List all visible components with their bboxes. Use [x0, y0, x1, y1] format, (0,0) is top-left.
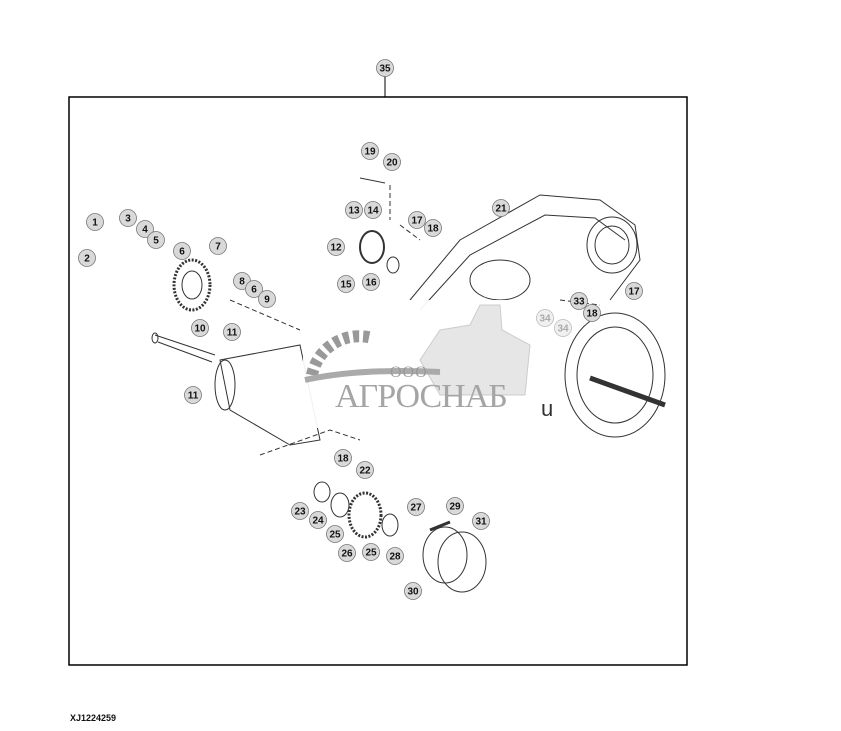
callout-number: 31 — [475, 517, 487, 528]
callout-35: 35 — [376, 59, 394, 77]
callout-number: 12 — [330, 243, 342, 254]
callout-34: 34 — [536, 309, 554, 327]
callout-30: 30 — [404, 582, 422, 600]
callout-number: 33 — [573, 297, 585, 308]
callout-3: 3 — [119, 209, 137, 227]
callout-15: 15 — [337, 275, 355, 293]
callout-14: 14 — [364, 201, 382, 219]
housing-21 — [409, 194, 641, 311]
hub-15 — [359, 177, 400, 274]
callout-number: 5 — [153, 236, 159, 247]
callout-31: 31 — [472, 512, 490, 530]
callout-number: 18 — [586, 309, 598, 320]
callout-19: 19 — [361, 142, 379, 160]
callout-number: 18 — [337, 454, 349, 465]
assembly-frame — [68, 96, 688, 666]
callout-number: 24 — [312, 516, 324, 527]
callout-18: 18 — [424, 219, 442, 237]
callout-number: 13 — [348, 206, 360, 217]
callout-10: 10 — [191, 319, 209, 337]
callout-number: 17 — [411, 216, 423, 227]
callout-number: 9 — [264, 295, 270, 306]
callout-number: 15 — [340, 280, 352, 291]
callout-21: 21 — [492, 199, 510, 217]
callout-17: 17 — [408, 211, 426, 229]
callout-number: 30 — [407, 587, 419, 598]
callout-number: 8 — [239, 277, 245, 288]
callout-number: 35 — [379, 64, 391, 75]
callout-number: 14 — [367, 206, 379, 217]
callout-number: 11 — [188, 391, 199, 402]
callout-29: 29 — [446, 497, 464, 515]
callout-28: 28 — [386, 547, 404, 565]
callout-number: 23 — [294, 507, 306, 518]
callout-number: 19 — [364, 147, 376, 158]
watermark-suffix: u — [541, 396, 554, 421]
figure-code: XJ1224259 — [70, 713, 117, 723]
callout-4: 4 — [136, 220, 154, 238]
callout-20: 20 — [383, 153, 401, 171]
callout-25: 25 — [326, 525, 344, 543]
callout-24: 24 — [309, 511, 327, 529]
callout-number: 22 — [359, 466, 371, 477]
callout-6: 6 — [245, 280, 263, 298]
final-drive-ring — [564, 312, 666, 438]
callout-11: 11 — [223, 323, 241, 341]
callout-number: 2 — [84, 254, 90, 265]
callout-number: 17 — [628, 287, 640, 298]
callout-27: 27 — [407, 498, 425, 516]
callout-1: 1 — [86, 213, 104, 231]
callout-34: 34 — [554, 319, 572, 337]
callout-number: 7 — [215, 242, 221, 253]
callout-33: 33 — [570, 292, 588, 310]
gear-7 — [172, 258, 212, 312]
callout-9: 9 — [258, 290, 276, 308]
callout-number: 26 — [341, 549, 353, 560]
callout-number: 3 — [125, 214, 131, 225]
callout-18: 18 — [583, 304, 601, 322]
axle-housing — [151, 332, 321, 446]
watermark-prefix: ООО — [390, 364, 428, 381]
callout-number: 16 — [365, 278, 377, 289]
callout-5: 5 — [147, 231, 165, 249]
callout-number: 10 — [194, 324, 206, 335]
callout-number: 1 — [92, 218, 98, 229]
callout-number: 4 — [142, 225, 148, 236]
callout-number: 34 — [557, 324, 569, 335]
callout-13: 13 — [345, 201, 363, 219]
ring-30-31 — [422, 520, 487, 593]
callout-number: 25 — [329, 530, 341, 541]
callout-26: 26 — [338, 544, 356, 562]
callout-number: 11 — [227, 328, 238, 339]
callout-18: 18 — [334, 449, 352, 467]
callout-number: 20 — [386, 158, 398, 169]
callout-number: 6 — [179, 247, 185, 258]
callout-7: 7 — [209, 237, 227, 255]
callout-number: 34 — [539, 314, 551, 325]
gear-25 — [313, 481, 399, 539]
callout-number: 29 — [449, 502, 461, 513]
callout-number: 6 — [251, 285, 257, 296]
callout-number: 18 — [427, 224, 439, 235]
callout-number: 28 — [389, 552, 401, 563]
callout-12: 12 — [327, 238, 345, 256]
callout-17: 17 — [625, 282, 643, 300]
callout-2: 2 — [78, 249, 96, 267]
callout-22: 22 — [356, 461, 374, 479]
callout-number: 25 — [365, 548, 377, 559]
callout-number: 21 — [495, 204, 507, 215]
callout-16: 16 — [362, 273, 380, 291]
callout-number: 27 — [410, 503, 422, 514]
callout-6: 6 — [173, 242, 191, 260]
callout-25: 25 — [362, 543, 380, 561]
callout-23: 23 — [291, 502, 309, 520]
watermark-name: АГРОСНАБ — [335, 378, 508, 415]
callout-11: 11 — [184, 386, 202, 404]
